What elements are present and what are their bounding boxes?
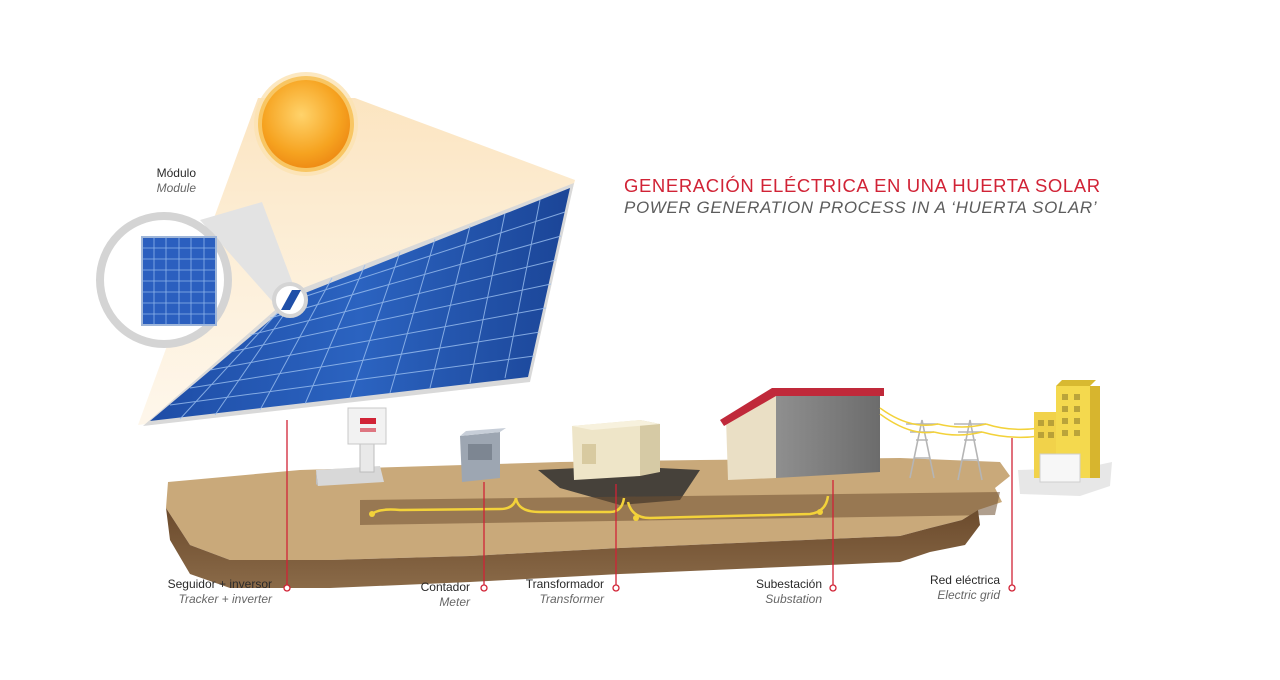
label-substation-en: Substation <box>765 592 822 606</box>
meter-cabinet <box>460 428 506 482</box>
label-transformer-es: Transformador <box>525 577 604 591</box>
tracker-structure <box>316 407 387 486</box>
label-meter-es: Contador <box>420 580 470 594</box>
module-magnifier <box>96 202 308 348</box>
label-meter-en: Meter <box>439 595 470 609</box>
underground-cable <box>369 495 830 521</box>
city-buildings <box>1018 380 1112 496</box>
label-grid-en: Electric grid <box>937 588 1000 602</box>
label-transformer-en: Transformer <box>539 592 604 606</box>
solar-panel <box>143 183 574 426</box>
callout-lines <box>283 420 1016 592</box>
label-tracker: Seguidor + inversor Tracker + inverter <box>142 577 272 607</box>
title-english: POWER GENERATION PROCESS IN A ‘HUERTA SO… <box>624 198 1098 217</box>
title-spanish: GENERACIÓN ELÉCTRICA EN UNA HUERTA SOLAR <box>624 175 1101 196</box>
label-module: Módulo Module <box>132 166 196 196</box>
label-module-en: Module <box>156 181 196 195</box>
label-meter: Contador Meter <box>390 580 470 610</box>
label-transformer: Transformador Transformer <box>500 577 604 607</box>
label-tracker-es: Seguidor + inversor <box>167 577 272 591</box>
label-tracker-en: Tracker + inverter <box>178 592 272 606</box>
power-towers <box>879 407 1041 481</box>
transformer-building <box>572 420 660 480</box>
label-module-es: Módulo <box>156 166 196 180</box>
label-grid-es: Red eléctrica <box>929 573 1000 587</box>
label-substation: Subestación Substation <box>730 577 822 607</box>
label-grid: Red eléctrica Electric grid <box>910 573 1000 603</box>
substation-building <box>720 388 884 480</box>
sun-icon <box>254 72 358 176</box>
diagram-title: GENERACIÓN ELÉCTRICA EN UNA HUERTA SOLAR… <box>624 175 1101 219</box>
label-substation-es: Subestación <box>755 577 822 591</box>
ground-platform <box>166 458 1010 588</box>
